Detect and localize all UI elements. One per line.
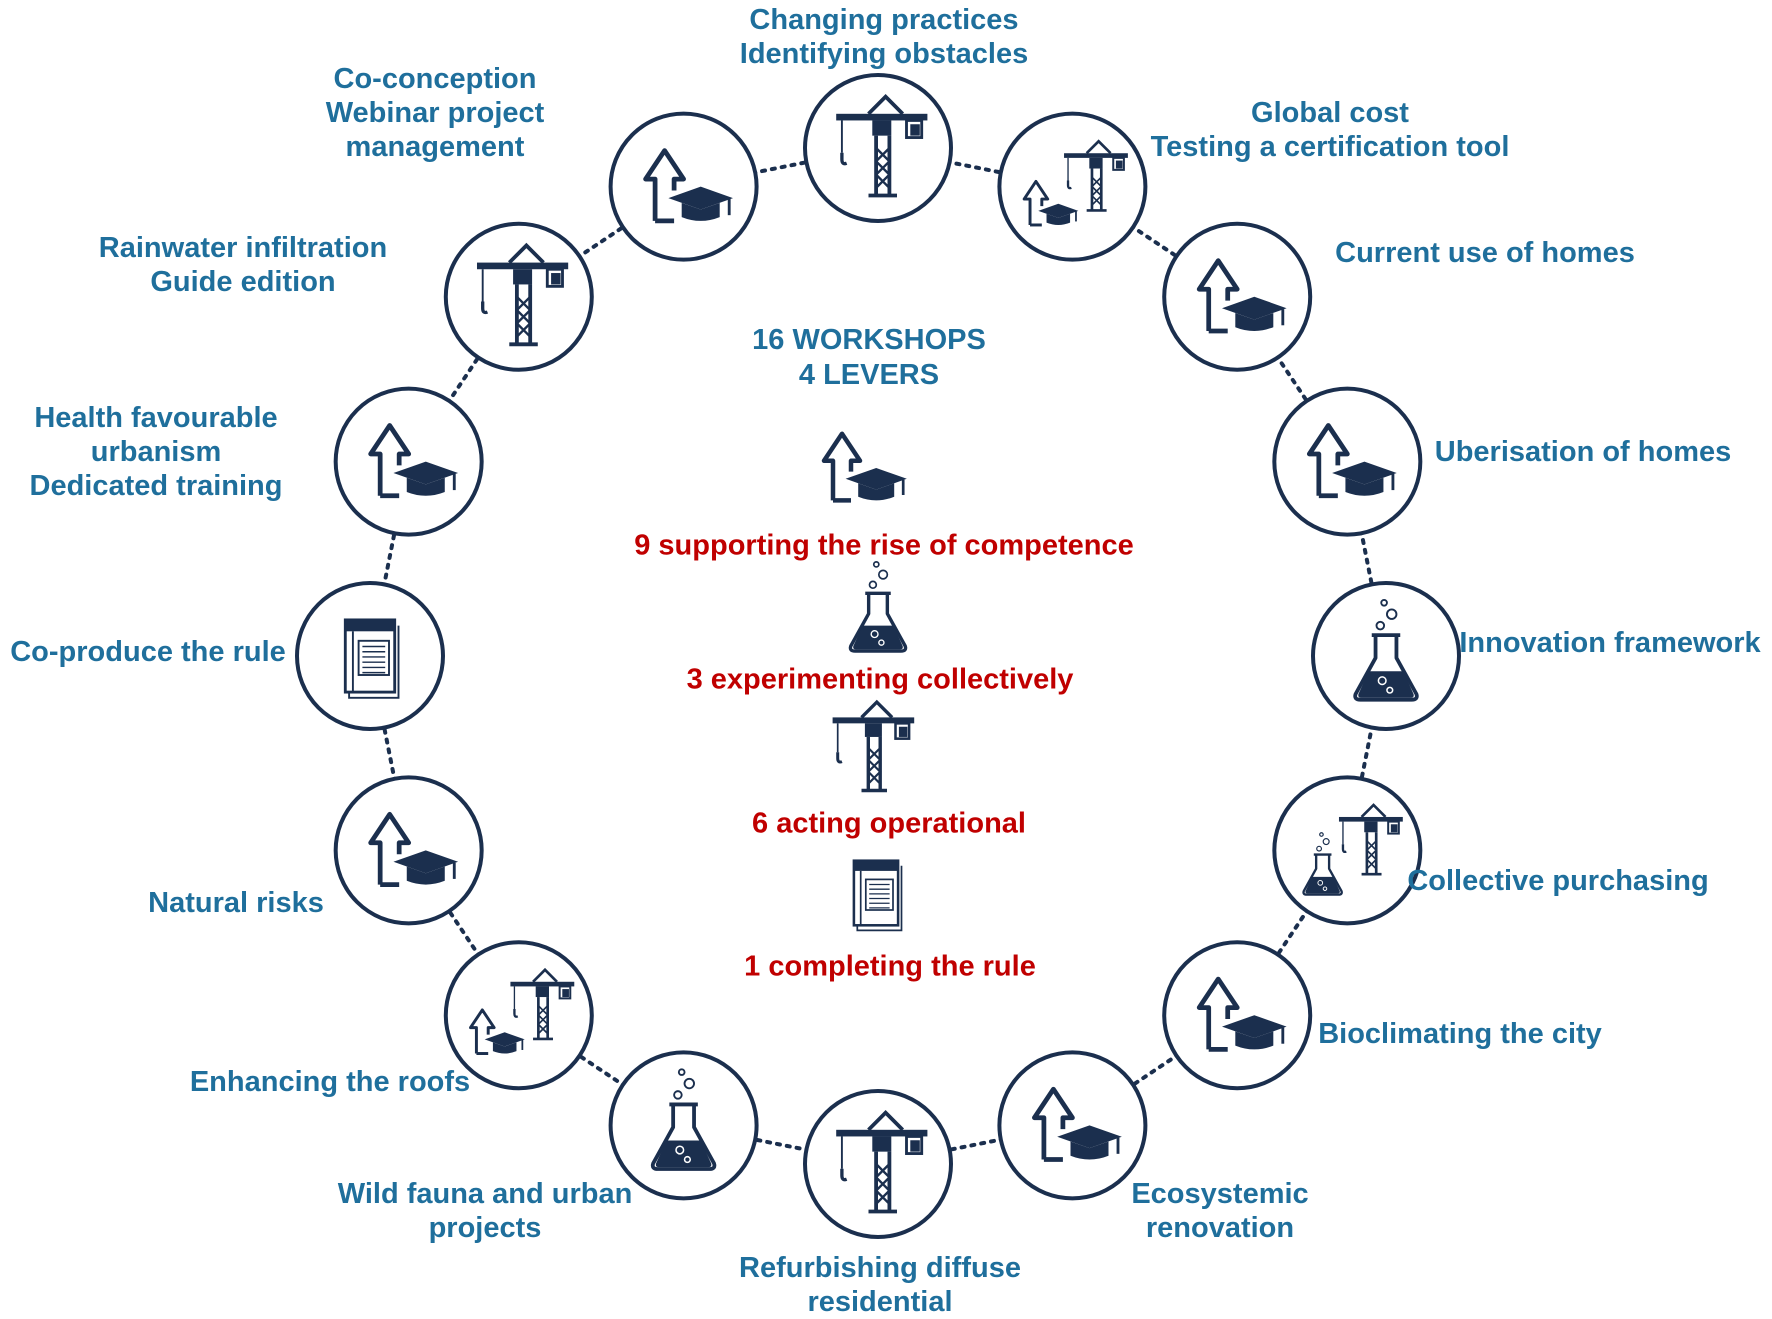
workshop-label-line: Co-produce the rule (10, 636, 286, 668)
workshop-label-line: Refurbishing diffuse (739, 1252, 1021, 1284)
workshop-label: Enhancing the roofs (190, 1065, 470, 1099)
flask-icon (1353, 598, 1419, 702)
flask-crane-icon (1302, 803, 1403, 896)
workshop-node (608, 1050, 759, 1201)
center-crane-icon (832, 699, 915, 793)
workshop-label-line: Collective purchasing (1407, 865, 1709, 897)
workshop-label-line: residential (807, 1286, 953, 1318)
center-title-levers: 4 LEVERS (798, 359, 940, 391)
center-title: 16 WORKSHOPS 4 LEVERS (752, 323, 986, 393)
workshop-label-line: Rainwater infiltration (98, 232, 388, 264)
workshop-label-line: Dedicated training (29, 470, 283, 502)
competence-icon (1306, 423, 1397, 499)
workshop-node (333, 386, 484, 537)
flask-icon (650, 1068, 717, 1171)
workshop-label-line: Natural risks (148, 887, 324, 919)
workshop-label-line: projects (428, 1212, 542, 1244)
workshop-node-circle (997, 111, 1148, 262)
workshop-label-line: renovation (1145, 1212, 1295, 1244)
competence-icon (368, 811, 459, 887)
competence-icon (368, 423, 459, 499)
workshop-label-line: Ecosystemic (1131, 1178, 1309, 1210)
workshop-node (997, 111, 1148, 262)
workshop-label: Bioclimating the city (1318, 1017, 1602, 1051)
center-flask-icon (848, 560, 908, 653)
center-book-icon (852, 859, 903, 932)
crane-icon (476, 242, 569, 347)
workshop-node (803, 1089, 953, 1239)
workshop-node-circle (1162, 940, 1313, 1091)
workshop-node (1272, 386, 1423, 537)
workshop-node-circle (608, 1050, 759, 1201)
lever-rule-label: 1 completing the rule (744, 950, 1036, 983)
workshop-label: Innovation framework (1459, 626, 1760, 660)
lever-experimenting-label: 3 experimenting collectively (686, 663, 1074, 696)
workshop-label-line: Guide edition (150, 266, 336, 298)
workshop-label-line: Global cost (1251, 97, 1409, 129)
lever-acting-label: 6 acting operational (752, 807, 1026, 840)
workshop-label-line: urbanism (90, 436, 222, 468)
workshop-label-line: Co-conception (333, 63, 537, 95)
workshop-label-line: Innovation framework (1459, 627, 1761, 659)
workshop-node-circle (333, 386, 484, 537)
workshop-node-circle (1272, 386, 1423, 537)
workshop-node (1311, 581, 1461, 731)
workshop-label-line: Bioclimating the city (1318, 1018, 1602, 1050)
workshop-label-line: Enhancing the roofs (189, 1066, 471, 1098)
workshop-node-circle (1162, 221, 1313, 372)
workshop-node (443, 940, 594, 1091)
workshop-node (1272, 775, 1423, 926)
workshop-node (608, 111, 759, 262)
workshop-node-circle (997, 1050, 1148, 1201)
crane-icon (836, 94, 928, 198)
workshop-node (803, 73, 953, 223)
workshop-label: Uberisation of homes (1435, 435, 1732, 469)
workshop-node (1162, 221, 1313, 372)
workshop-node-circle (608, 111, 759, 262)
workshop-node (333, 775, 484, 926)
workshop-label-line: Webinar project (325, 97, 545, 129)
workshop-node (295, 581, 445, 731)
competence-icon (643, 148, 733, 224)
workshop-label-line: Testing a certification tool (1150, 131, 1510, 163)
workshop-node (997, 1050, 1148, 1201)
workshop-label: Current use of homes (1335, 236, 1635, 270)
workshop-node (1162, 940, 1313, 1091)
book-icon (343, 618, 400, 699)
center-title-workshops: 16 WORKSHOPS (752, 324, 986, 356)
workshop-node-circle (333, 775, 484, 926)
lever-competence-label: 9 supporting the rise of competence (634, 529, 1134, 562)
crane-icon (836, 1110, 928, 1214)
center-competence-icon (821, 431, 907, 503)
workshop-label-line: management (345, 131, 525, 163)
workshop-label-line: Health favourable (34, 402, 278, 434)
competence-crane-icon (1022, 139, 1128, 227)
workshop-label: Co-produce the rule (10, 635, 286, 669)
workshop-label: Natural risks (148, 886, 324, 920)
workshop-node-circle (1311, 581, 1461, 731)
workshop-node (443, 221, 594, 372)
workshop-label: Collective purchasing (1407, 864, 1708, 898)
workshop-node-circle (1272, 775, 1423, 926)
workshop-label-line: Identifying obstacles (739, 38, 1029, 70)
workshop-label-line: Uberisation of homes (1434, 436, 1732, 468)
workshop-label-line: Current use of homes (1335, 237, 1635, 269)
workshop-label-line: Wild fauna and urban (337, 1178, 633, 1210)
workshop-label-line: Changing practices (749, 4, 1019, 36)
